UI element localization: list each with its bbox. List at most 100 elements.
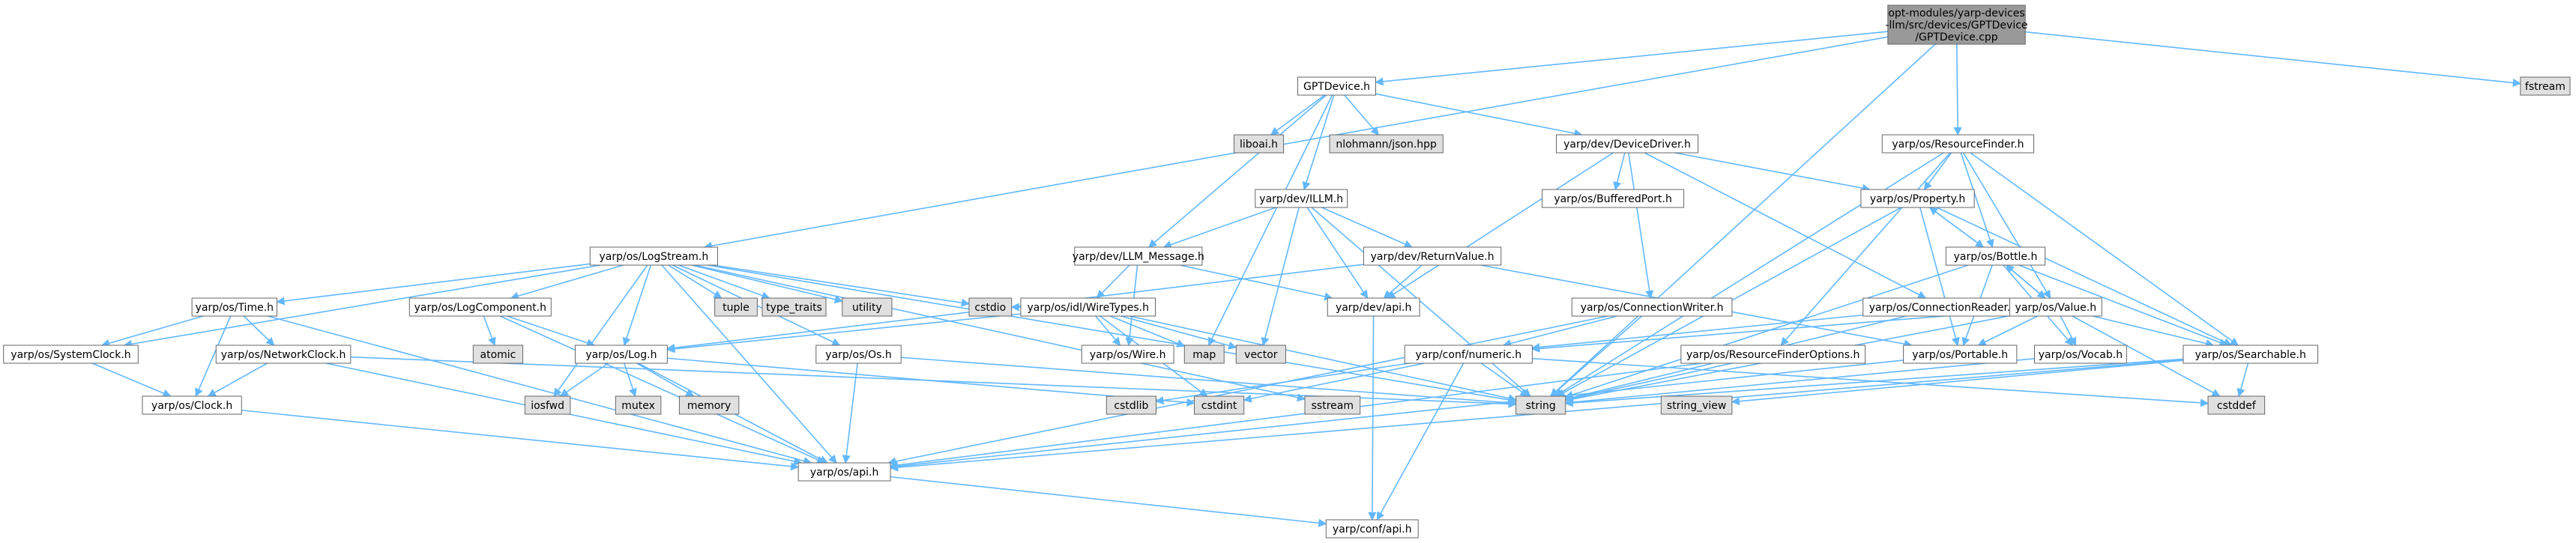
edge-logstream_h-to-sstream <box>694 264 1306 402</box>
node-box <box>215 345 352 364</box>
edge-value_h-to-portable_h <box>1977 315 2038 346</box>
edge-illm_h-to-llm_message_h <box>1162 207 1276 249</box>
node-networkclock-h[interactable]: yarp/os/NetworkClock.h <box>215 345 352 364</box>
node-label: iosfwd <box>531 400 564 412</box>
node-label: yarp/os/Searchable.h <box>2195 349 2306 361</box>
node-atomic: atomic <box>472 345 524 364</box>
node-label: memory <box>687 400 732 412</box>
node-systemclock-h[interactable]: yarp/os/SystemClock.h <box>3 345 139 364</box>
edge-connectionreader_h-to-numeric_h <box>1531 314 1863 352</box>
node-box <box>1945 246 2046 266</box>
edge-logcomponent_h-to-log_h <box>507 315 596 348</box>
node-utility: utility <box>842 297 893 317</box>
node-box <box>1325 519 1419 539</box>
node-box <box>1903 345 2018 364</box>
node-time-h[interactable]: yarp/os/Time.h <box>191 297 278 317</box>
node-portable-h[interactable]: yarp/os/Portable.h <box>1903 345 2018 364</box>
node-label: vector <box>1244 349 1278 361</box>
edge-devicedriver_h-to-property_h <box>1674 152 1871 192</box>
node-box <box>574 345 668 364</box>
node-logcomponent-h[interactable]: yarp/os/LogComponent.h <box>408 297 552 317</box>
node-box <box>1887 4 2026 45</box>
node-label: yarp/dev/ILLM.h <box>1259 193 1343 205</box>
edge-resourcefinderoptions_h-to-os_api_h <box>889 362 1703 470</box>
node-box <box>678 395 740 415</box>
node-box <box>1304 395 1361 415</box>
node-connectionreader-h[interactable]: yarp/os/ConnectionReader.h <box>1862 297 2024 317</box>
node-searchable-h[interactable]: yarp/os/Searchable.h <box>2183 345 2319 364</box>
node-label: yarp/os/ResourceFinder.h <box>1892 139 2024 151</box>
edge-logstream_h-to-string <box>707 264 1517 404</box>
node-json-hpp: nlohmann/json.hpp <box>1329 134 1444 154</box>
node-label: cstdint <box>1201 400 1237 412</box>
node-vocab-h[interactable]: yarp/os/Vocab.h <box>2033 345 2127 364</box>
node-box <box>815 345 902 364</box>
node-logstream-h[interactable]: yarp/os/LogStream.h <box>589 246 718 266</box>
node-label: atomic <box>480 349 516 361</box>
edge-root-to-gptdevice_h <box>1375 31 1888 86</box>
node-dev-api-h[interactable]: yarp/dev/api.h <box>1327 297 1420 317</box>
node-label: yarp/os/Log.h <box>585 349 657 361</box>
node-connectionwriter-h[interactable]: yarp/os/ConnectionWriter.h <box>1571 297 1733 317</box>
node-box <box>408 297 552 317</box>
node-llm-message-h[interactable]: yarp/dev/LLM_Message.h <box>1073 246 1204 266</box>
node-label: yarp/conf/numeric.h <box>1415 349 1521 361</box>
edge-dev_api_h-to-conf_api_h <box>1368 315 1377 521</box>
node-label: -llm/src/devices/GPTDevice <box>1885 19 2027 31</box>
node-box <box>1515 395 1566 415</box>
node-bottle-h[interactable]: yarp/os/Bottle.h <box>1945 246 2046 266</box>
node-label: yarp/os/api.h <box>810 467 878 479</box>
node-wiretypes-h[interactable]: yarp/os/idl/WireTypes.h <box>1020 297 1156 317</box>
node-label: opt-modules/yarp-devices <box>1888 7 2024 19</box>
node-property-h[interactable]: yarp/os/Property.h <box>1860 189 1975 208</box>
edge-wiretypes_h-to-wire_h <box>1095 315 1121 346</box>
edge-logstream_h-to-os_api_h <box>661 264 837 464</box>
node-conf-api-h[interactable]: yarp/conf/api.h <box>1325 519 1419 539</box>
edge-illm_h-to-returnvalue_h <box>1321 207 1413 249</box>
node-label: sstream <box>1312 400 1354 412</box>
node-box <box>1255 189 1348 208</box>
node-gptdevice-h[interactable]: GPTDevice.h <box>1297 76 1376 96</box>
node-os-api-h[interactable]: yarp/os/api.h <box>797 462 891 482</box>
edge-searchable_h-to-cstddef <box>2236 362 2249 398</box>
node-label: yarp/dev/api.h <box>1336 302 1411 314</box>
node-box <box>761 297 827 317</box>
edge-logstream_h-to-systemclock_h <box>123 264 601 348</box>
edges-layer <box>91 31 2521 527</box>
node-box <box>1680 345 1866 364</box>
node-wire-h[interactable]: yarp/os/Wire.h <box>1081 345 1174 364</box>
node-resourcefinder-h[interactable]: yarp/os/ResourceFinder.h <box>1881 134 2035 154</box>
edge-root-to-resourcefinder_h <box>1953 43 1962 136</box>
node-root[interactable]: opt-modules/yarp-devices-llm/src/devices… <box>1885 4 2028 45</box>
edge-logstream_h-to-time_h <box>276 263 591 306</box>
edge-connectionwriter_h-to-string <box>1550 315 1643 397</box>
edge-bottle_h-to-property_h <box>1928 207 1984 248</box>
node-sstream: sstream <box>1304 395 1361 415</box>
node-label: yarp/os/idl/WireTypes.h <box>1028 302 1149 314</box>
node-clock-h[interactable]: yarp/os/Clock.h <box>142 395 242 415</box>
node-devicedriver-h[interactable]: yarp/dev/DeviceDriver.h <box>1555 134 1699 154</box>
edge-systemclock_h-to-clock_h <box>91 362 172 398</box>
node-numeric-h[interactable]: yarp/conf/numeric.h <box>1404 345 1533 364</box>
node-log-h[interactable]: yarp/os/Log.h <box>574 345 668 364</box>
node-box <box>1235 345 1286 364</box>
node-value-h[interactable]: yarp/os/Value.h <box>2009 297 2102 317</box>
node-cstddef: cstddef <box>2207 395 2266 415</box>
edge-root-to-logstream_h <box>703 36 1888 250</box>
edge-value_h-to-searchable_h <box>2093 315 2215 348</box>
node-bufferedport-h[interactable]: yarp/os/BufferedPort.h <box>1542 189 1685 208</box>
node-os-h[interactable]: yarp/os/Os.h <box>815 345 902 364</box>
edge-devicedriver_h-to-connectionwriter_h <box>1628 152 1654 300</box>
edge-gptdevice_h-to-llm_message_h <box>1147 94 1327 248</box>
node-illm-h[interactable]: yarp/dev/ILLM.h <box>1255 189 1348 208</box>
node-returnvalue-h[interactable]: yarp/dev/ReturnValue.h <box>1363 246 1502 266</box>
edge-searchable_h-to-string <box>1564 358 2184 407</box>
edge-numeric_h-to-cstdint <box>1243 362 1425 403</box>
node-label: yarp/os/Wire.h <box>1090 349 1166 361</box>
edge-wiretypes_h-to-log_h <box>666 313 1022 354</box>
node-fstream: fstream <box>2520 76 2571 96</box>
node-label: yarp/os/LogStream.h <box>599 251 708 263</box>
edge-time_h-to-os_api_h <box>268 315 812 465</box>
node-resourcefinderoptions-h[interactable]: yarp/os/ResourceFinderOptions.h <box>1680 345 1866 364</box>
node-label: yarp/os/ConnectionWriter.h <box>1581 302 1724 314</box>
